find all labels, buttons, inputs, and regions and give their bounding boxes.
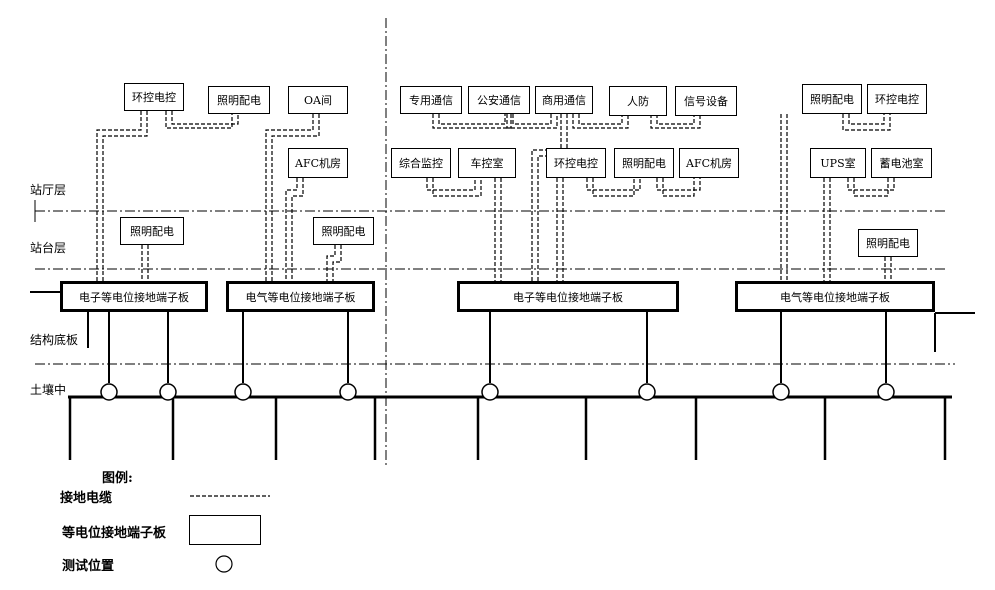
room-afc: AFC机房 (288, 148, 348, 178)
ground-rods (68, 397, 947, 460)
room-integrated-monitoring: 综合监控 (391, 148, 451, 178)
terminal-board-electronic: 电子等电位接地端子板 (60, 281, 208, 312)
test-point (638, 383, 656, 401)
room-lighting: 照明配电 (614, 148, 674, 178)
board-to-ground-conductors (108, 312, 887, 383)
legend-title: 图例: (102, 471, 133, 486)
room-dedicated-comm: 专用通信 (400, 86, 462, 114)
test-point (772, 383, 790, 401)
level-label-in-soil: 土壤中 (30, 383, 67, 397)
terminal-board-electrical: 电气等电位接地端子板 (226, 281, 375, 312)
terminal-board-electronic: 电子等电位接地端子板 (457, 281, 679, 312)
level-label-platform: 站台层 (30, 241, 67, 255)
legend-grounding-cable-label: 接地电缆 (60, 491, 113, 506)
test-point (159, 383, 177, 401)
test-point-circles (100, 383, 895, 401)
legend-terminal-board-label: 等电位接地端子板 (62, 526, 167, 541)
room-commercial-comm: 商用通信 (535, 86, 593, 114)
room-vehicle-ctrl: 车控室 (458, 148, 516, 178)
room-platform-lighting: 照明配电 (858, 229, 918, 257)
room-signal-equipment: 信号设备 (675, 86, 737, 116)
room-env-ctrl: 环控电控 (867, 84, 927, 114)
test-point (234, 383, 252, 401)
level-label-station-hall: 站厅层 (30, 183, 67, 197)
room-env-ctrl: 环控电控 (546, 148, 606, 178)
room-lighting: 照明配电 (208, 86, 270, 114)
room-platform-lighting: 照明配电 (313, 217, 374, 245)
legend-terminal-board-symbol (189, 515, 261, 545)
test-point (877, 383, 895, 401)
room-battery: 蓄电池室 (871, 148, 932, 178)
legend-test-circle (215, 555, 233, 573)
room-civil-defense: 人防 (609, 86, 667, 116)
room-oa: OA间 (288, 86, 348, 114)
test-point (481, 383, 499, 401)
room-public-security-comm: 公安通信 (468, 86, 530, 114)
room-ups: UPS室 (810, 148, 866, 178)
room-lighting: 照明配电 (802, 84, 862, 114)
room-afc: AFC机房 (679, 148, 739, 178)
room-env-ctrl: 环控电控 (124, 83, 184, 111)
room-platform-lighting: 照明配电 (120, 217, 184, 245)
terminal-board-electrical: 电气等电位接地端子板 (735, 281, 935, 312)
test-point (100, 383, 118, 401)
test-point (339, 383, 357, 401)
level-label-base-slab: 结构底板 (30, 333, 79, 347)
legend-test-position-label: 测试位置 (62, 559, 115, 574)
